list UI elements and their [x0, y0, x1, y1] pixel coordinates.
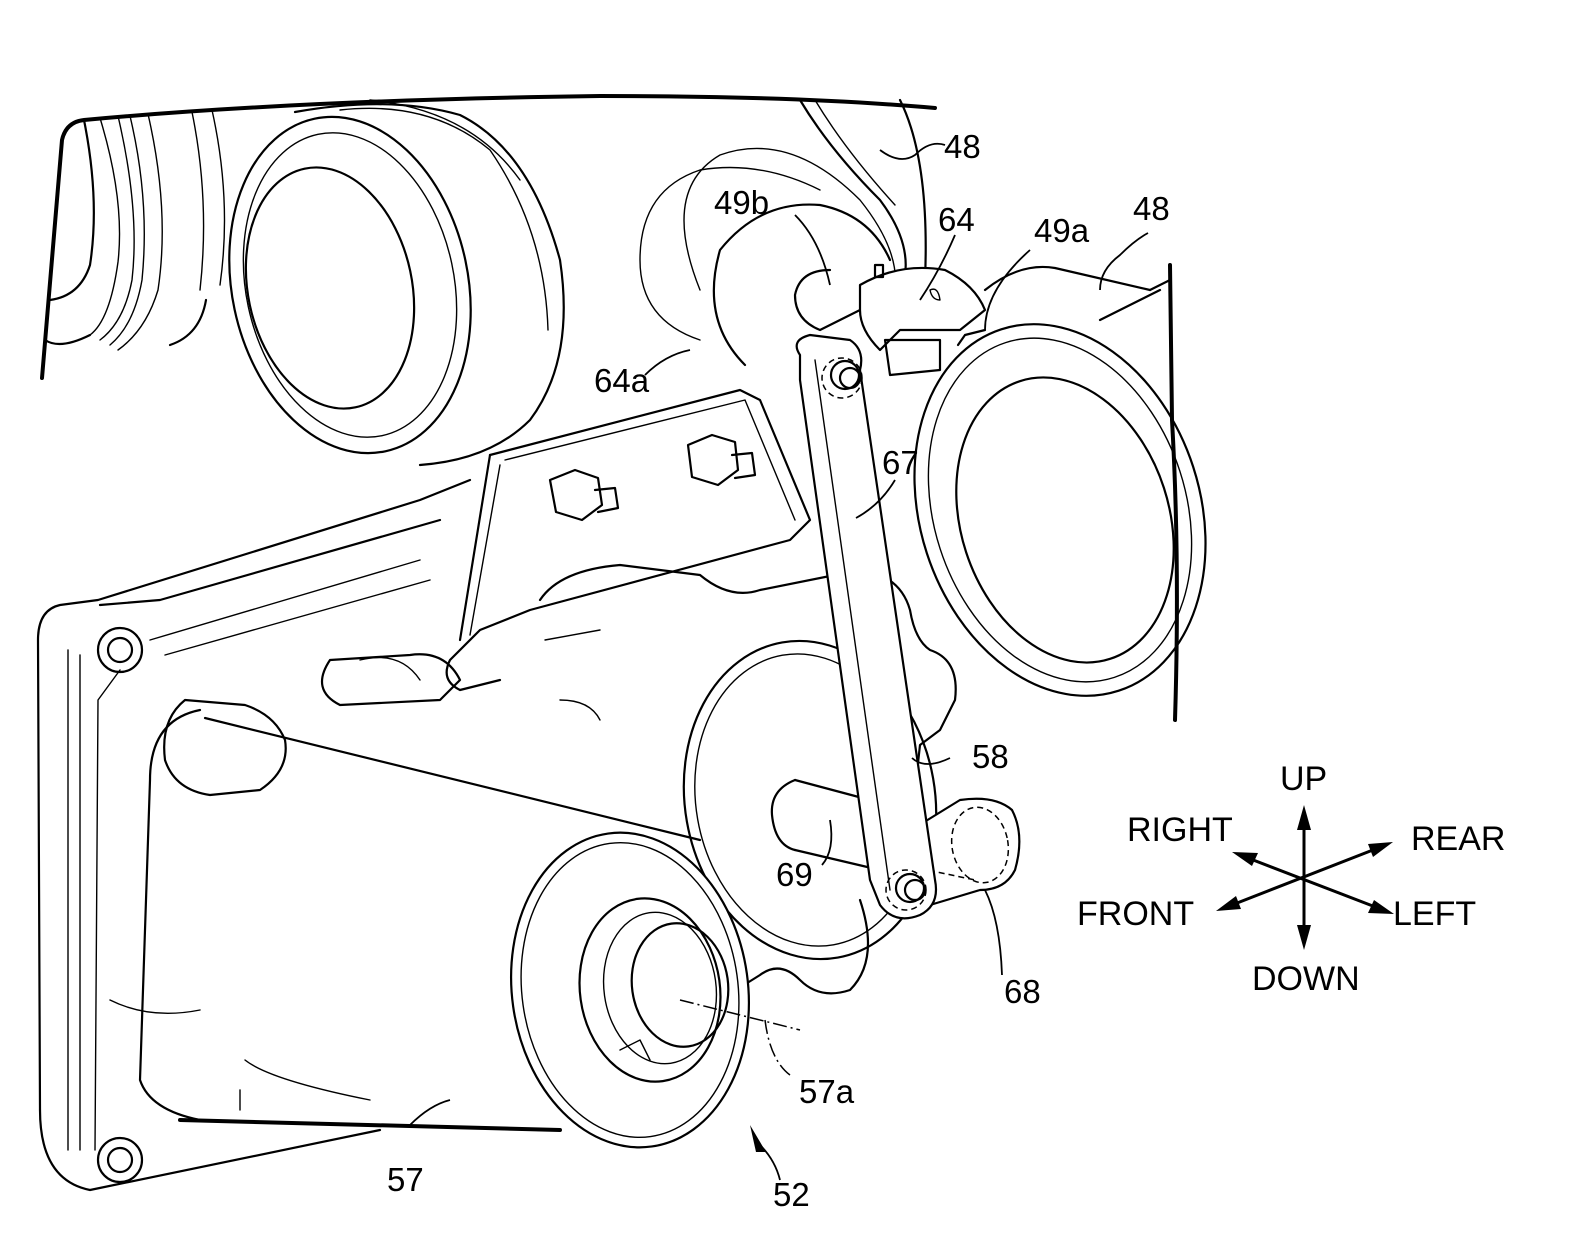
ref-label-67: 67 — [882, 444, 919, 481]
hub-49b-64 — [639, 147, 987, 377]
nut-right — [686, 433, 757, 487]
left-cylinder — [228, 99, 565, 467]
arrow-left-head — [1368, 900, 1394, 914]
ref-label-69: 69 — [776, 856, 813, 893]
nut-left — [548, 468, 620, 522]
base-housing — [36, 478, 472, 1192]
direction-label-up: UP — [1280, 760, 1328, 798]
arrow-down-head — [1297, 925, 1311, 950]
leader-lines — [409, 142, 1149, 1181]
ref-label-49a: 49a — [1034, 212, 1090, 249]
bracket-plate — [445, 388, 812, 692]
ref-label-57: 57 — [387, 1161, 424, 1198]
arrow-rear-head — [1368, 842, 1393, 857]
ref-label-68: 68 — [1004, 973, 1041, 1010]
ref-label-52: 52 — [773, 1176, 810, 1213]
ref-label-49b: 49b — [714, 184, 770, 221]
motor-57 — [109, 708, 751, 1149]
direction-arrows — [1216, 805, 1394, 950]
ref-label-64a: 64a — [594, 362, 650, 399]
right-housing-48 — [798, 98, 1207, 722]
arrow-up-head — [1297, 805, 1311, 830]
arrow-52-head — [750, 1125, 766, 1152]
ref-label-48-right: 48 — [1133, 190, 1170, 227]
link-rod-67 — [795, 333, 938, 920]
ref-label-57a: 57a — [799, 1073, 855, 1110]
arrow-right-head — [1232, 852, 1258, 866]
arrow-front-head — [1216, 896, 1241, 911]
ref-label-48-top: 48 — [944, 128, 981, 165]
ref-label-58: 58 — [972, 738, 1009, 775]
upper-housing-48 — [40, 94, 937, 380]
direction-label-left: LEFT — [1393, 895, 1477, 933]
direction-label-front: FRONT — [1077, 895, 1195, 933]
ref-label-64: 64 — [938, 201, 975, 238]
axis-line-57a — [679, 999, 801, 1031]
direction-label-rear: REAR — [1411, 820, 1506, 858]
direction-label-right: RIGHT — [1127, 811, 1233, 849]
direction-label-down: DOWN — [1252, 960, 1360, 998]
